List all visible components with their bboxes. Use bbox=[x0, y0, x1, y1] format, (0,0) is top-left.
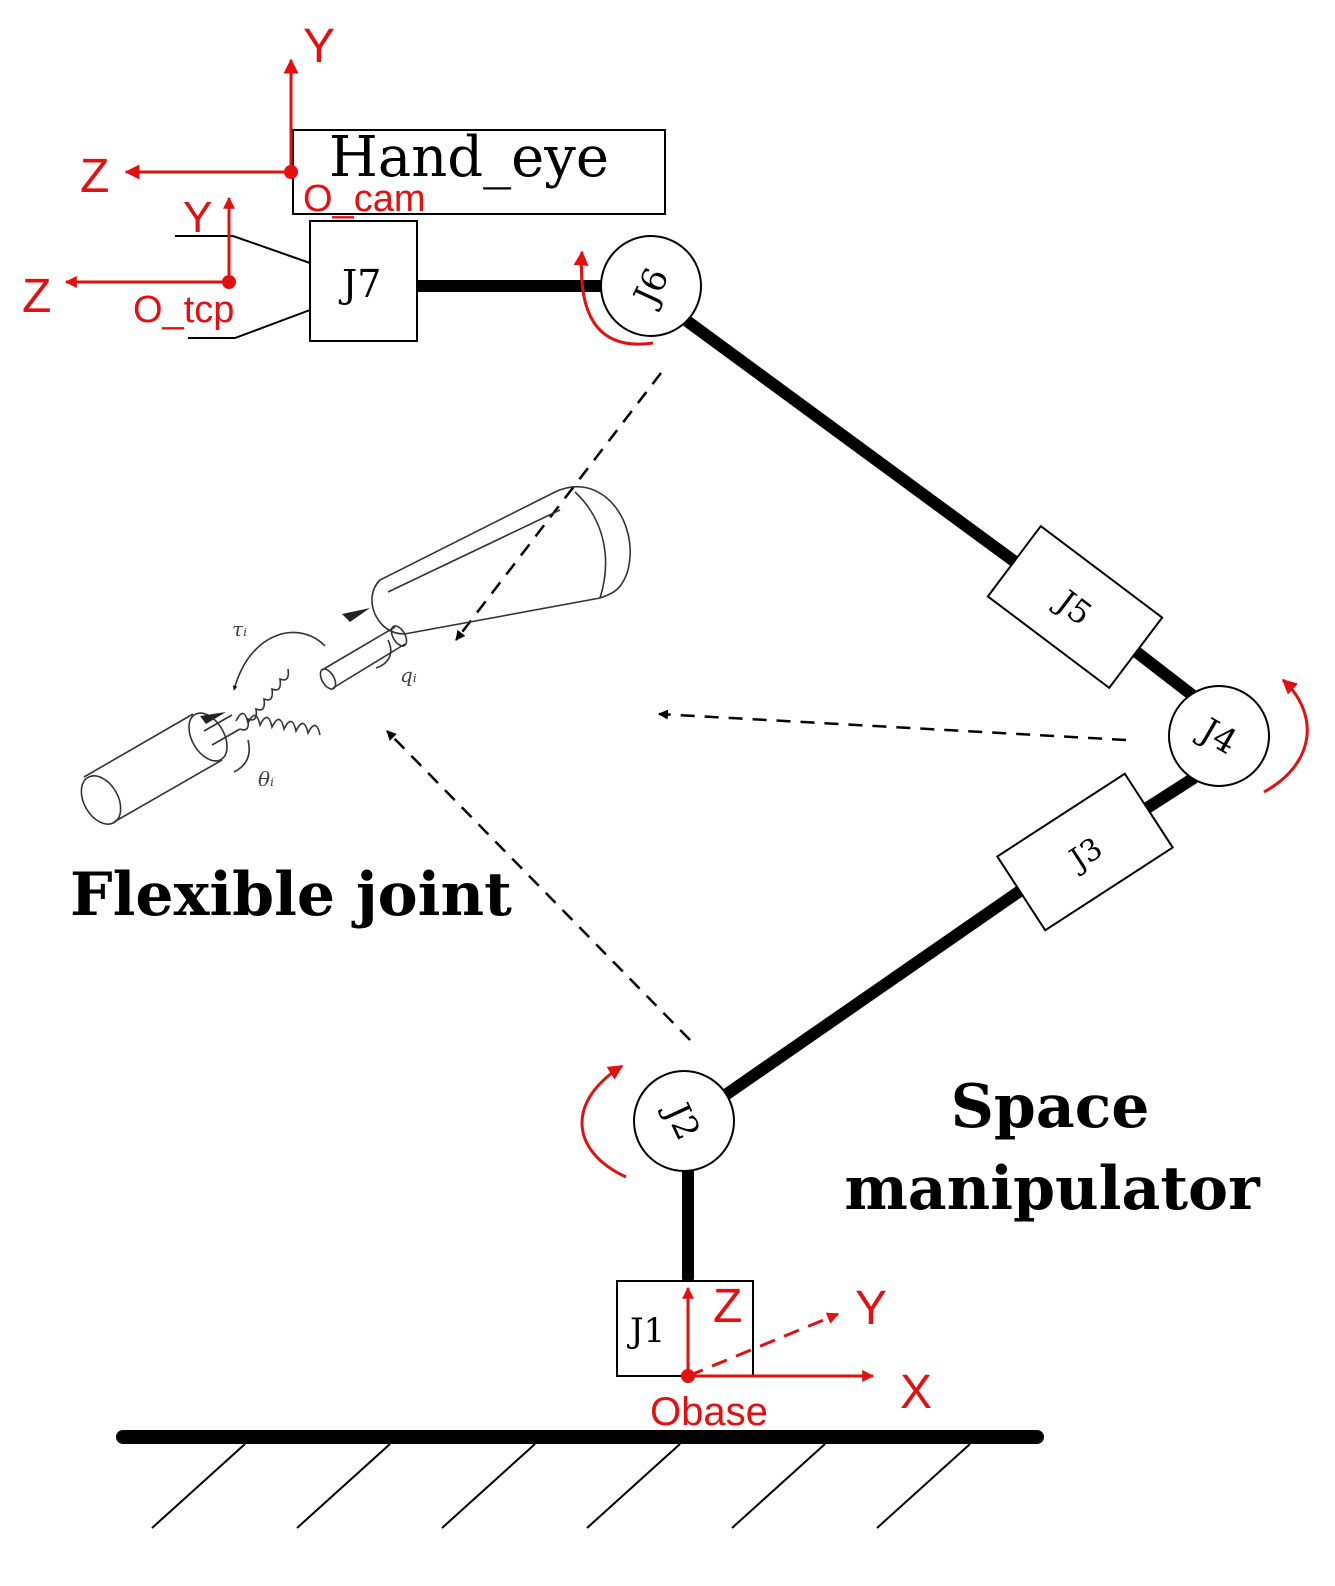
axis-label-cam-y: Y bbox=[303, 20, 335, 73]
joint-j6: J6 bbox=[600, 235, 702, 337]
frame-ocam: Y Z O_cam bbox=[80, 20, 425, 220]
link-j4-j5 bbox=[1124, 641, 1202, 704]
gripper bbox=[175, 235, 311, 339]
ground-hatch bbox=[441, 1443, 536, 1529]
ground-hatch bbox=[151, 1443, 246, 1529]
hand-eye-label: Hand_eye bbox=[329, 125, 609, 190]
origin-label-otcp: O_tcp bbox=[133, 289, 234, 331]
symbol-theta: θᵢ bbox=[258, 767, 274, 791]
joint-label-j7: J7 bbox=[338, 262, 381, 306]
dashed-pointer-j2 bbox=[386, 730, 691, 1041]
frame-otcp: Y Z O_tcp bbox=[22, 193, 236, 331]
symbol-q: qᵢ bbox=[400, 663, 417, 687]
caption-space-line1: Space bbox=[951, 1072, 1150, 1142]
axis-label-base-x: X bbox=[900, 1366, 932, 1419]
axis-label-tcp-y: Y bbox=[183, 193, 212, 242]
dashed-pointer-j4 bbox=[658, 709, 1127, 742]
joint-j5: J5 bbox=[986, 524, 1164, 690]
ground-hatch bbox=[586, 1443, 681, 1529]
axis-label-base-y: Y bbox=[855, 1282, 887, 1335]
link-j5-j6 bbox=[681, 315, 1028, 573]
rotation-arrow-j4 bbox=[1263, 678, 1309, 794]
axis-label-base-z: Z bbox=[713, 1280, 742, 1333]
links bbox=[407, 280, 1203, 1284]
caption-flexible-joint: Flexible joint bbox=[70, 860, 512, 930]
ground-hatch bbox=[296, 1443, 391, 1529]
joint-label-j1: J1 bbox=[627, 1311, 665, 1351]
ground bbox=[116, 1430, 1044, 1529]
origin-label-obase: Obase bbox=[650, 1390, 768, 1434]
rotation-arrow-j2 bbox=[580, 1064, 627, 1179]
joint-j4: J4 bbox=[1168, 685, 1270, 787]
dashed-pointer-j6 bbox=[455, 372, 662, 641]
joint-j3: J3 bbox=[995, 772, 1175, 932]
joint-j7: J7 bbox=[309, 220, 418, 342]
link-j2-j3 bbox=[718, 878, 1036, 1102]
joint-j2: J2 bbox=[633, 1070, 735, 1172]
link-j3-j4 bbox=[1138, 770, 1203, 816]
rotation-arrow-j6 bbox=[573, 250, 654, 346]
ground-hatch bbox=[731, 1443, 826, 1529]
ground-hatch bbox=[876, 1443, 971, 1529]
axis-label-tcp-z: Z bbox=[22, 270, 51, 323]
axis-label-cam-z: Z bbox=[80, 150, 109, 203]
symbol-tau: τᵢ bbox=[232, 617, 247, 641]
flexible-joint-illustration: τᵢ qᵢ θᵢ bbox=[80, 485, 631, 825]
origin-label-ocam: O_cam bbox=[303, 178, 425, 220]
hand-eye-camera: Hand_eye bbox=[292, 125, 666, 215]
caption-space-line2: manipulator bbox=[844, 1154, 1261, 1224]
frame-obase: Z Y X Obase bbox=[650, 1280, 932, 1434]
